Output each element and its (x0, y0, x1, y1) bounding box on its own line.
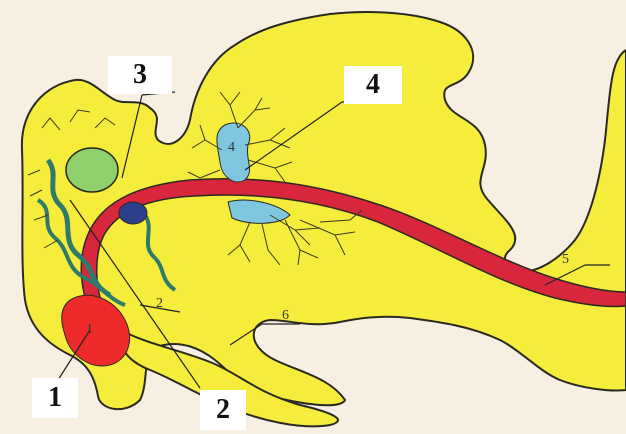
label-4: 4 (344, 66, 402, 104)
green-gland (66, 148, 118, 192)
inner-label-4: 4 (228, 140, 235, 156)
inner-label-5: 5 (562, 252, 569, 268)
label-3: 3 (108, 56, 172, 94)
inner-label-6: 6 (282, 308, 289, 324)
label-1: 1 (32, 378, 78, 418)
label-2: 2 (200, 390, 246, 430)
dark-blue-cell (119, 202, 147, 224)
inner-label-1: 1 (86, 322, 93, 338)
inner-label-2: 2 (156, 296, 163, 312)
